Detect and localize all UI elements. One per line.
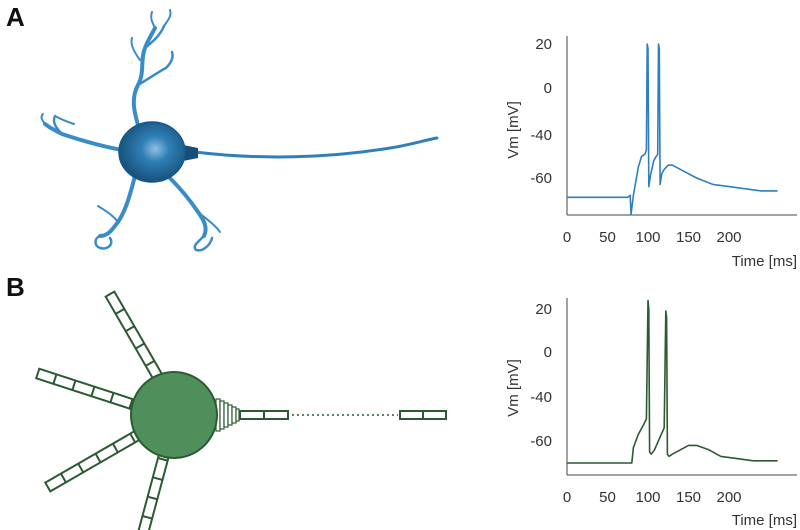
axon-initial-segment xyxy=(215,398,240,432)
x-tick-label: 0 xyxy=(563,229,571,246)
x-axis-label: Time [ms] xyxy=(732,253,797,270)
compartment-model xyxy=(34,290,447,530)
y-tick-label: 20 xyxy=(535,36,552,53)
x-tick-label: 100 xyxy=(635,229,660,246)
x-tick-label: 50 xyxy=(599,489,616,506)
axon-compartments xyxy=(239,410,447,420)
soma-compartment xyxy=(130,371,218,459)
axon xyxy=(193,136,439,159)
dendrite-cylinder-lower-left xyxy=(43,422,154,493)
soma xyxy=(118,121,186,183)
panel-label-a: A xyxy=(6,2,25,32)
voltage-trace-line xyxy=(567,299,778,464)
dendrite-cylinder-left xyxy=(34,367,153,417)
y-axis-label: Vm [mV] xyxy=(505,359,522,417)
y-tick-label: -40 xyxy=(530,127,552,144)
x-tick-label: 150 xyxy=(676,489,701,506)
y-tick-label: 0 xyxy=(544,344,552,361)
x-tick-label: 200 xyxy=(716,489,741,506)
dendrite-left xyxy=(40,113,124,152)
dendrite-top xyxy=(130,9,174,134)
y-tick-label: 20 xyxy=(535,301,552,318)
y-tick-label: 0 xyxy=(544,80,552,97)
y-tick-label: -60 xyxy=(530,170,552,187)
x-tick-label: 50 xyxy=(599,229,616,246)
panel-label-b: B xyxy=(6,272,25,302)
y-tick-label: -60 xyxy=(530,433,552,450)
dendrite-bottom-left xyxy=(94,174,137,250)
voltage-trace-line xyxy=(567,43,778,216)
x-tick-label: 150 xyxy=(676,229,701,246)
x-tick-label: 200 xyxy=(716,229,741,246)
x-tick-label: 100 xyxy=(635,489,660,506)
x-axis-label: Time [ms] xyxy=(732,512,797,529)
dendrite-bottom-right xyxy=(166,174,221,252)
neuron-illustration xyxy=(40,9,439,252)
y-axis-label: Vm [mV] xyxy=(505,101,522,159)
y-tick-label: -40 xyxy=(530,389,552,406)
x-tick-label: 0 xyxy=(563,489,571,506)
